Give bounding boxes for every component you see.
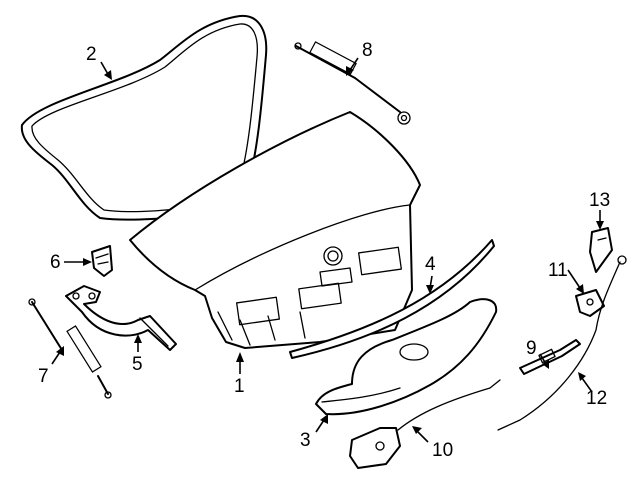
- part-9-release-switch: [519, 339, 581, 375]
- callout-leaders: [51, 57, 604, 443]
- part-3-trim-panel: [315, 298, 498, 416]
- callout-12: 12: [586, 388, 607, 409]
- part-12-release-cable: [497, 255, 627, 431]
- part-11-latch-bracket: [575, 289, 605, 317]
- part-10-lock-actuator: [349, 379, 501, 469]
- part-5-hinge: [65, 285, 177, 351]
- part-13-hinge-cover: [589, 227, 613, 273]
- part-1-trunk-lid: [129, 111, 421, 349]
- callout-11: 11: [548, 260, 568, 281]
- callout-13: 13: [589, 190, 610, 211]
- part-7-lift-strut: [28, 298, 112, 399]
- callout-1: 1: [234, 376, 245, 397]
- callout-5: 5: [132, 354, 143, 375]
- callout-4: 4: [425, 254, 436, 275]
- callout-6: 6: [50, 252, 61, 273]
- callout-2: 2: [86, 44, 97, 65]
- callout-7: 7: [38, 366, 49, 387]
- part-6-hinge-bracket: [91, 245, 113, 277]
- callout-10: 10: [432, 440, 453, 461]
- part-4-molding: [289, 239, 495, 359]
- callout-9: 9: [526, 338, 537, 359]
- callout-8: 8: [362, 40, 373, 61]
- part-8-lift-strut: [294, 41, 411, 125]
- callout-3: 3: [300, 430, 311, 451]
